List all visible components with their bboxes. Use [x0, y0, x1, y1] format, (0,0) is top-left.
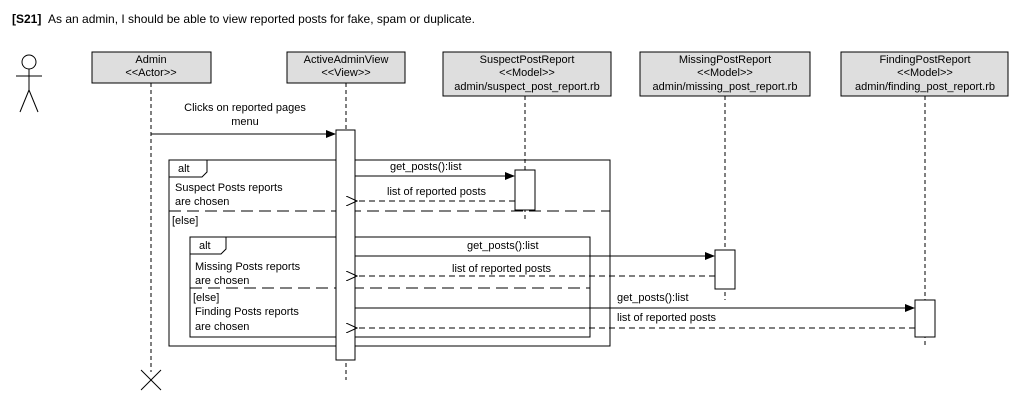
participant-missing-file: admin/missing_post_report.rb [653, 81, 798, 93]
actor-icon [16, 54, 42, 113]
participant-findingpostreport: FindingPostReport <<Model>> admin/findin… [840, 51, 1009, 97]
participant-suspect-stereotype: <<Model>> [499, 67, 555, 79]
participant-missing-stereotype: <<Model>> [697, 67, 753, 79]
story-text: As an admin, I should be able to view re… [48, 12, 475, 26]
activation-activeadminview [335, 129, 356, 361]
participant-finding-name: FindingPostReport [879, 54, 970, 66]
return-list-finding: list of reported posts [357, 312, 915, 328]
story-title: [S21] As an admin, I should be able to v… [12, 12, 475, 26]
activation-findingpostreport [914, 299, 936, 338]
alt-inner-tag: alt [199, 240, 211, 252]
participant-finding-stereotype: <<Model>> [897, 67, 953, 79]
return-finding-label: list of reported posts [617, 312, 717, 324]
participant-view-name: ActiveAdminView [304, 54, 389, 66]
story-id: [S21] [12, 12, 41, 26]
message-get-posts-finding: get_posts():list [355, 292, 915, 312]
activation-suspectpostreport [514, 169, 536, 211]
message-clicks-line1: Clicks on reported pages [184, 102, 306, 114]
message-get-suspect-label: get_posts():list [390, 161, 462, 173]
destroy-icon [140, 369, 162, 391]
participant-missing-name: MissingPostReport [679, 54, 771, 66]
participant-view-stereotype: <<View>> [321, 67, 370, 79]
return-list-suspect: list of reported posts [357, 186, 515, 201]
alt-outer-guard-line1: Suspect Posts reports [175, 182, 283, 194]
alt-outer-tag: alt [178, 163, 190, 175]
activation-missingpostreport [714, 249, 736, 290]
return-list-missing: list of reported posts [357, 263, 715, 276]
message-get-missing-label: get_posts():list [467, 240, 539, 252]
alt-inner-else-guard-line1: Finding Posts reports [195, 306, 299, 318]
alt-inner-else: [else] [193, 292, 219, 304]
participant-admin-name: Admin [135, 54, 166, 66]
participant-finding-file: admin/finding_post_report.rb [855, 81, 995, 93]
alt-inner-else-guard-line2: are chosen [195, 321, 249, 333]
message-get-posts-missing: get_posts():list [355, 240, 715, 260]
participant-admin-stereotype: <<Actor>> [125, 67, 176, 79]
alt-fragment-inner: alt Missing Posts reports are chosen [el… [189, 236, 591, 338]
message-get-posts-suspect: get_posts():list [355, 161, 515, 180]
participant-suspect-name: SuspectPostReport [480, 54, 575, 66]
return-missing-label: list of reported posts [452, 263, 552, 275]
alt-outer-else: [else] [172, 215, 198, 227]
alt-inner-guard-line2: are chosen [195, 275, 249, 287]
participant-activeadminview: ActiveAdminView <<View>> [286, 51, 406, 84]
alt-inner-guard-line1: Missing Posts reports [195, 261, 301, 273]
participant-suspectpostreport: SuspectPostReport <<Model>> admin/suspec… [442, 51, 612, 97]
message-get-finding-label: get_posts():list [617, 292, 689, 304]
return-suspect-label: list of reported posts [387, 186, 487, 198]
participant-suspect-file: admin/suspect_post_report.rb [454, 81, 600, 93]
alt-outer-guard-line2: are chosen [175, 196, 229, 208]
participant-missingpostreport: MissingPostReport <<Model>> admin/missin… [639, 51, 811, 97]
message-clicks-line2: menu [231, 116, 259, 128]
message-clicks-menu: Clicks on reported pages menu [151, 102, 336, 138]
participant-admin: Admin <<Actor>> [91, 51, 212, 84]
alt-fragment-outer: alt Suspect Posts reports are chosen [el… [168, 159, 611, 347]
